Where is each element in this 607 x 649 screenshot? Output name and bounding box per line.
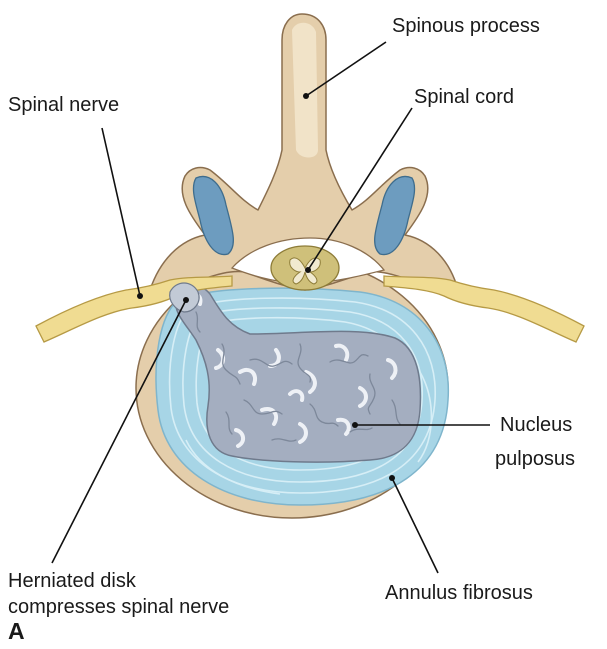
leader-annulus-fibrosus bbox=[392, 478, 438, 573]
label-spinal-cord: Spinal cord bbox=[414, 84, 514, 110]
label-annulus-fibrosus: Annulus fibrosus bbox=[385, 580, 533, 606]
label-spinal-nerve: Spinal nerve bbox=[8, 92, 119, 118]
spinal-cord bbox=[271, 246, 339, 290]
label-nucleus-line1: Nucleus bbox=[500, 412, 572, 438]
label-nucleus-line2: pulposus bbox=[495, 446, 575, 472]
label-spinous-process: Spinous process bbox=[392, 13, 540, 39]
label-herniated-line2: compresses spinal nerve bbox=[8, 594, 229, 620]
panel-letter: A bbox=[8, 618, 25, 645]
leader-spinal-nerve bbox=[102, 128, 140, 296]
label-herniated-line1: Herniated disk bbox=[8, 568, 136, 594]
